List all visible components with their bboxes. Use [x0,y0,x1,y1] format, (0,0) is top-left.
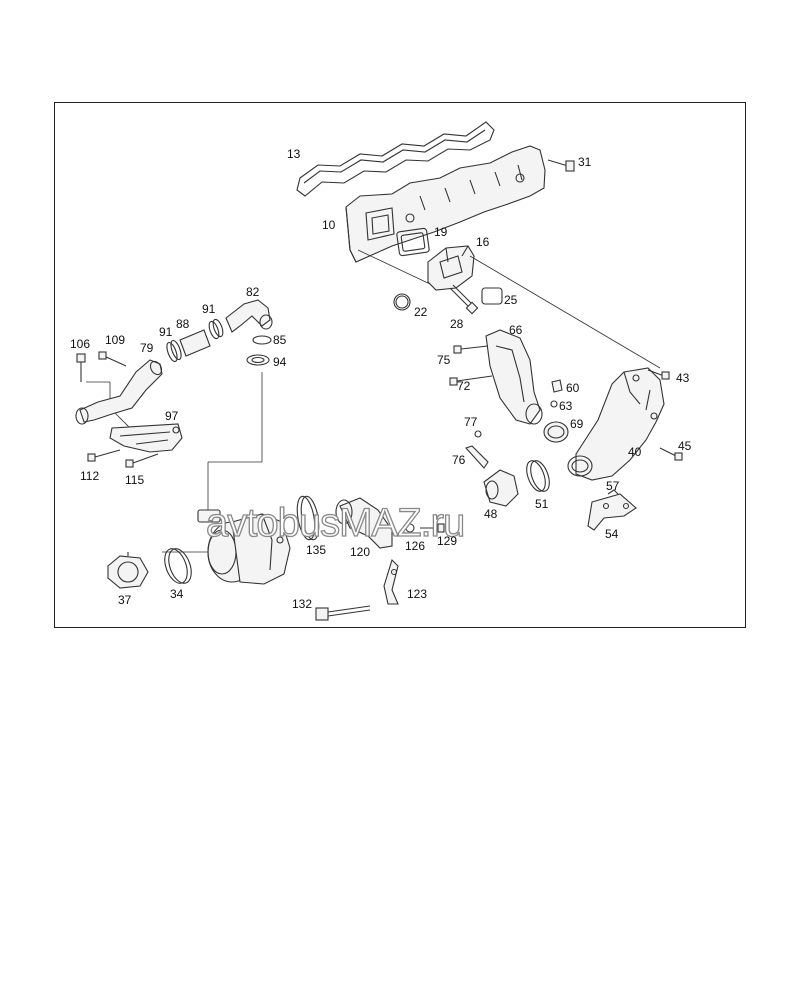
label-37: 37 [118,593,132,607]
label-132: 132 [292,597,312,611]
part-57 [607,489,619,495]
label-25: 25 [504,293,518,307]
label-91-b: 91 [159,325,173,339]
o-ring-85 [252,335,272,345]
watermark-text: avtobusMAZ.ru [206,501,464,545]
label-22: 22 [414,305,428,319]
label-57: 57 [606,479,620,493]
turbocharger [197,509,291,585]
bolt-72 [449,375,493,386]
label-94: 94 [273,355,287,369]
clamp-51 [526,460,550,492]
label-91-a: 91 [202,302,216,316]
exhaust-pipe-40 [567,367,665,481]
label-43: 43 [676,371,690,385]
stud-60 [551,379,563,393]
washer-126 [405,523,415,533]
bolt-31 [547,159,575,172]
label-10: 10 [322,218,336,232]
bolt-115 [125,453,159,468]
part-labels: 13 31 10 19 16 22 25 28 82 91 88 91 85 9… [70,147,692,611]
label-129: 129 [437,534,457,548]
label-126: 126 [405,539,425,553]
label-76: 76 [452,453,466,467]
bolt-132 [315,605,371,621]
label-120: 120 [350,545,370,559]
gasket-13 [296,121,495,197]
label-88: 88 [176,317,190,331]
label-75: 75 [437,353,451,367]
label-45: 45 [678,439,692,453]
label-28: 28 [450,317,464,331]
label-51: 51 [535,497,549,511]
hose-37 [107,552,149,589]
label-69: 69 [570,417,584,431]
label-54: 54 [605,527,619,541]
label-85: 85 [273,333,287,347]
bracket-123 [383,558,399,605]
bolt-28 [449,284,479,315]
label-112: 112 [80,469,99,483]
pipe-79 [75,359,163,425]
seal-94 [246,354,270,366]
label-31: 31 [578,155,592,169]
label-40: 40 [628,445,642,459]
clamps-91-88 [166,318,224,363]
bracket-97 [109,423,183,453]
connector-48 [483,469,519,507]
label-63: 63 [559,399,573,413]
flange-16 [427,245,475,291]
label-66: 66 [509,323,523,337]
label-19: 19 [434,225,448,239]
label-48: 48 [484,507,498,521]
label-16: 16 [476,235,490,249]
label-82: 82 [246,285,260,299]
label-34: 34 [170,587,184,601]
ring-69 [543,421,569,443]
label-135: 135 [306,543,326,557]
screw-77 [474,430,482,438]
nut-63 [550,400,558,408]
pipe-120 [335,497,393,549]
pipe-82 [225,299,273,333]
label-77: 77 [464,415,478,429]
label-109: 109 [105,333,125,347]
exhaust-manifold-10 [345,145,546,263]
clamp-34 [164,548,192,584]
gasket-25 [481,287,503,305]
label-79: 79 [140,341,154,355]
label-123: 123 [407,587,427,601]
gasket-19 [396,227,430,257]
bracket-54 [587,493,637,531]
label-72: 72 [457,379,471,393]
bolt-106 [76,353,86,382]
label-106: 106 [70,337,90,351]
strap-76 [465,445,489,469]
bolt-129 [420,523,445,533]
label-13: 13 [287,147,301,161]
bolt-109 [98,351,127,367]
clamp-135 [296,495,320,541]
heat-shield-66 [485,329,543,425]
label-97: 97 [165,409,179,423]
diagram-frame [54,102,746,628]
o-ring-22 [393,293,411,311]
bolt-45 [659,447,683,461]
bolt-112 [87,449,121,462]
bolt-43 [647,369,670,380]
bolt-75 [453,345,489,354]
leader-lines [86,249,661,553]
label-115: 115 [125,473,144,487]
label-60: 60 [566,381,580,395]
